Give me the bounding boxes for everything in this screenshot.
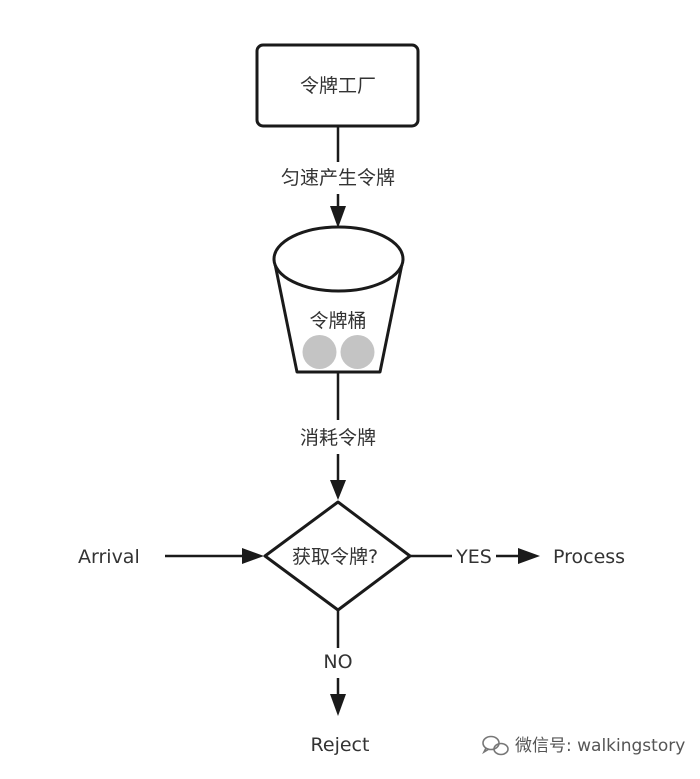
decision-label: 获取令牌?	[292, 546, 378, 568]
arrival-edge: Arrival	[78, 546, 264, 568]
decision-node: 获取令牌?	[263, 500, 412, 612]
bucket-rim	[272, 225, 405, 293]
arrival-arrowhead	[242, 548, 264, 564]
token-bucket-node: 令牌桶	[272, 225, 405, 374]
process-label: Process	[553, 546, 625, 568]
generate-edge-label: 匀速产生令牌	[281, 167, 395, 189]
yes-arrowhead	[518, 548, 540, 564]
token-circle	[302, 335, 337, 369]
no-edge: NO Reject	[311, 610, 370, 756]
token-bucket-label: 令牌桶	[309, 310, 366, 332]
token-circle	[340, 335, 375, 369]
consume-edge: 消耗令牌	[300, 372, 376, 500]
token-factory-label: 令牌工厂	[300, 75, 376, 97]
arrival-label: Arrival	[78, 546, 140, 568]
token-factory-node: 令牌工厂	[255, 43, 420, 128]
yes-edge-label: YES	[455, 546, 492, 568]
yes-edge: YES Process	[410, 546, 625, 568]
no-arrowhead	[330, 694, 346, 716]
generate-edge: 匀速产生令牌	[281, 126, 395, 228]
reject-label: Reject	[311, 734, 370, 756]
no-edge-label: NO	[323, 651, 352, 673]
watermark-text: 微信号: walkingstory	[515, 736, 685, 756]
token-group	[302, 335, 375, 369]
consume-arrowhead	[330, 480, 346, 500]
generate-arrowhead	[330, 206, 346, 228]
watermark: 微信号: walkingstory	[482, 735, 685, 756]
consume-edge-label: 消耗令牌	[300, 427, 376, 449]
wechat-icon	[482, 735, 509, 756]
